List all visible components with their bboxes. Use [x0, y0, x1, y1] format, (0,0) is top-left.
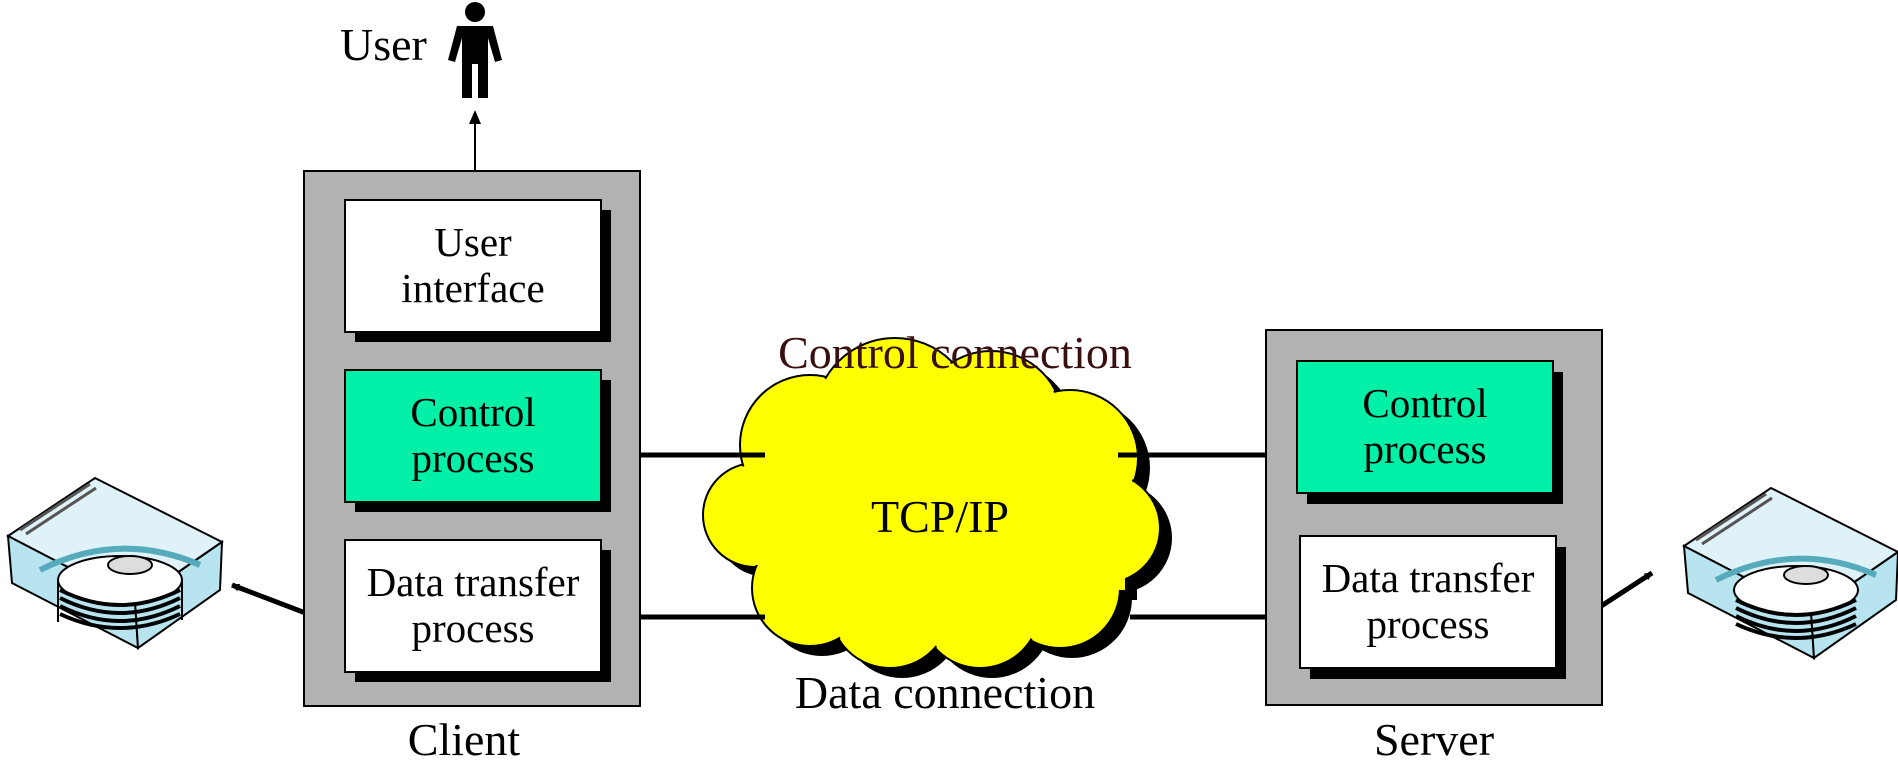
disk-storage-icon: [6, 476, 224, 650]
client-data-transfer-line-2: process: [411, 605, 535, 651]
client-control-process-line-1: Control: [410, 389, 536, 436]
server-control-process-line-1: Control: [1362, 380, 1488, 427]
cloud-fill: [705, 340, 1158, 666]
control-connection-label: Control connection: [778, 327, 1132, 378]
server-data-transfer-line-2: process: [1366, 601, 1490, 647]
user-label: User: [340, 19, 427, 70]
client-control-process-line-2: process: [411, 435, 535, 481]
server-control-process-line-2: process: [1363, 426, 1487, 472]
client-control-process-box: Control process: [344, 369, 602, 503]
server-data-transfer-box: Data transfer process: [1299, 535, 1557, 669]
server-control-process-box: Control process: [1296, 360, 1554, 494]
person-icon: [448, 2, 502, 98]
server-data-transfer-line-1: Data transfer: [1321, 555, 1535, 602]
client-user-interface-box: User interface: [344, 199, 602, 333]
server-label: Server: [1373, 714, 1495, 765]
client-label: Client: [407, 714, 521, 765]
client-user-interface-line-1: User: [434, 219, 512, 266]
data-connection-label: Data connection: [794, 667, 1096, 718]
client-data-transfer-line-1: Data transfer: [366, 559, 580, 606]
client-user-interface-line-2: interface: [401, 265, 545, 311]
client-data-transfer-box: Data transfer process: [344, 539, 602, 673]
disk-storage-icon: [1682, 486, 1898, 660]
tcp-ip-label: TCP/IP: [870, 491, 1010, 542]
